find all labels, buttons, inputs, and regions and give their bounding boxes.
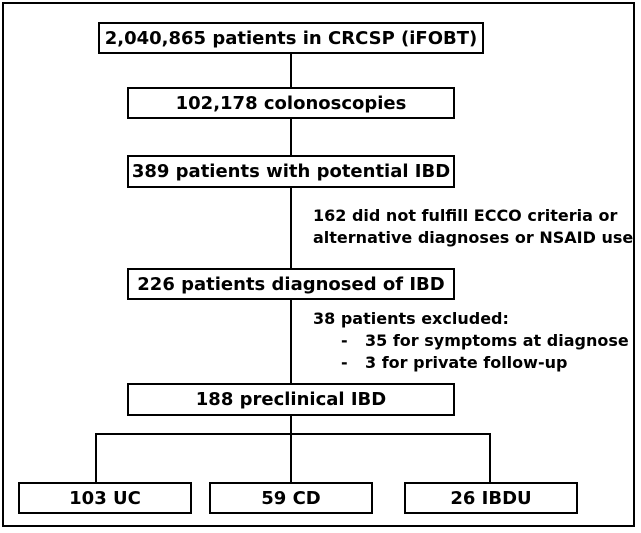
exclusion-note-2-title: 38 patients excluded:	[313, 309, 509, 328]
branch-to-ibdu	[489, 433, 491, 484]
exclusion-item: -35 for symptoms at diagnose	[313, 330, 629, 352]
diagram-frame	[2, 2, 635, 527]
branch-to-cd	[290, 433, 292, 484]
branch-horizontal-line	[95, 433, 491, 435]
box-preclinical-ibd: 188 preclinical IBD	[127, 383, 455, 416]
exclusion-note-1: 162 did not fulfill ECCO criteria or alt…	[313, 205, 633, 249]
box-uc: 103 UC	[18, 482, 192, 514]
connector-preclinical-branch	[290, 414, 292, 434]
branch-to-uc	[95, 433, 97, 484]
exclusion-note-1-line1: 162 did not fulfill ECCO criteria or	[313, 206, 618, 225]
exclusion-item: -3 for private follow-up	[313, 352, 629, 374]
connector-diagnosed-preclinical	[290, 298, 292, 384]
box-cd: 59 CD	[209, 482, 373, 514]
connector-screened-colonoscopies	[290, 52, 292, 89]
box-colonoscopies: 102,178 colonoscopies	[127, 87, 455, 119]
exclusion-item-text: 35 for symptoms at diagnose	[365, 331, 629, 350]
box-screened-patients: 2,040,865 patients in CRCSP (iFOBT)	[98, 22, 484, 54]
connector-colonoscopies-potential	[290, 117, 292, 156]
exclusion-note-1-line2: alternative diagnoses or NSAID use	[313, 228, 634, 247]
connector-potential-diagnosed	[290, 186, 292, 270]
box-ibdu: 26 IBDU	[404, 482, 578, 514]
box-potential-ibd: 389 patients with potential IBD	[127, 155, 455, 188]
exclusion-note-2: 38 patients excluded: -35 for symptoms a…	[313, 308, 629, 374]
box-diagnosed-ibd: 226 patients diagnosed of IBD	[127, 268, 455, 300]
exclusion-item-dash: -	[341, 353, 348, 372]
exclusion-item-dash: -	[341, 331, 348, 350]
exclusion-item-text: 3 for private follow-up	[365, 353, 568, 372]
